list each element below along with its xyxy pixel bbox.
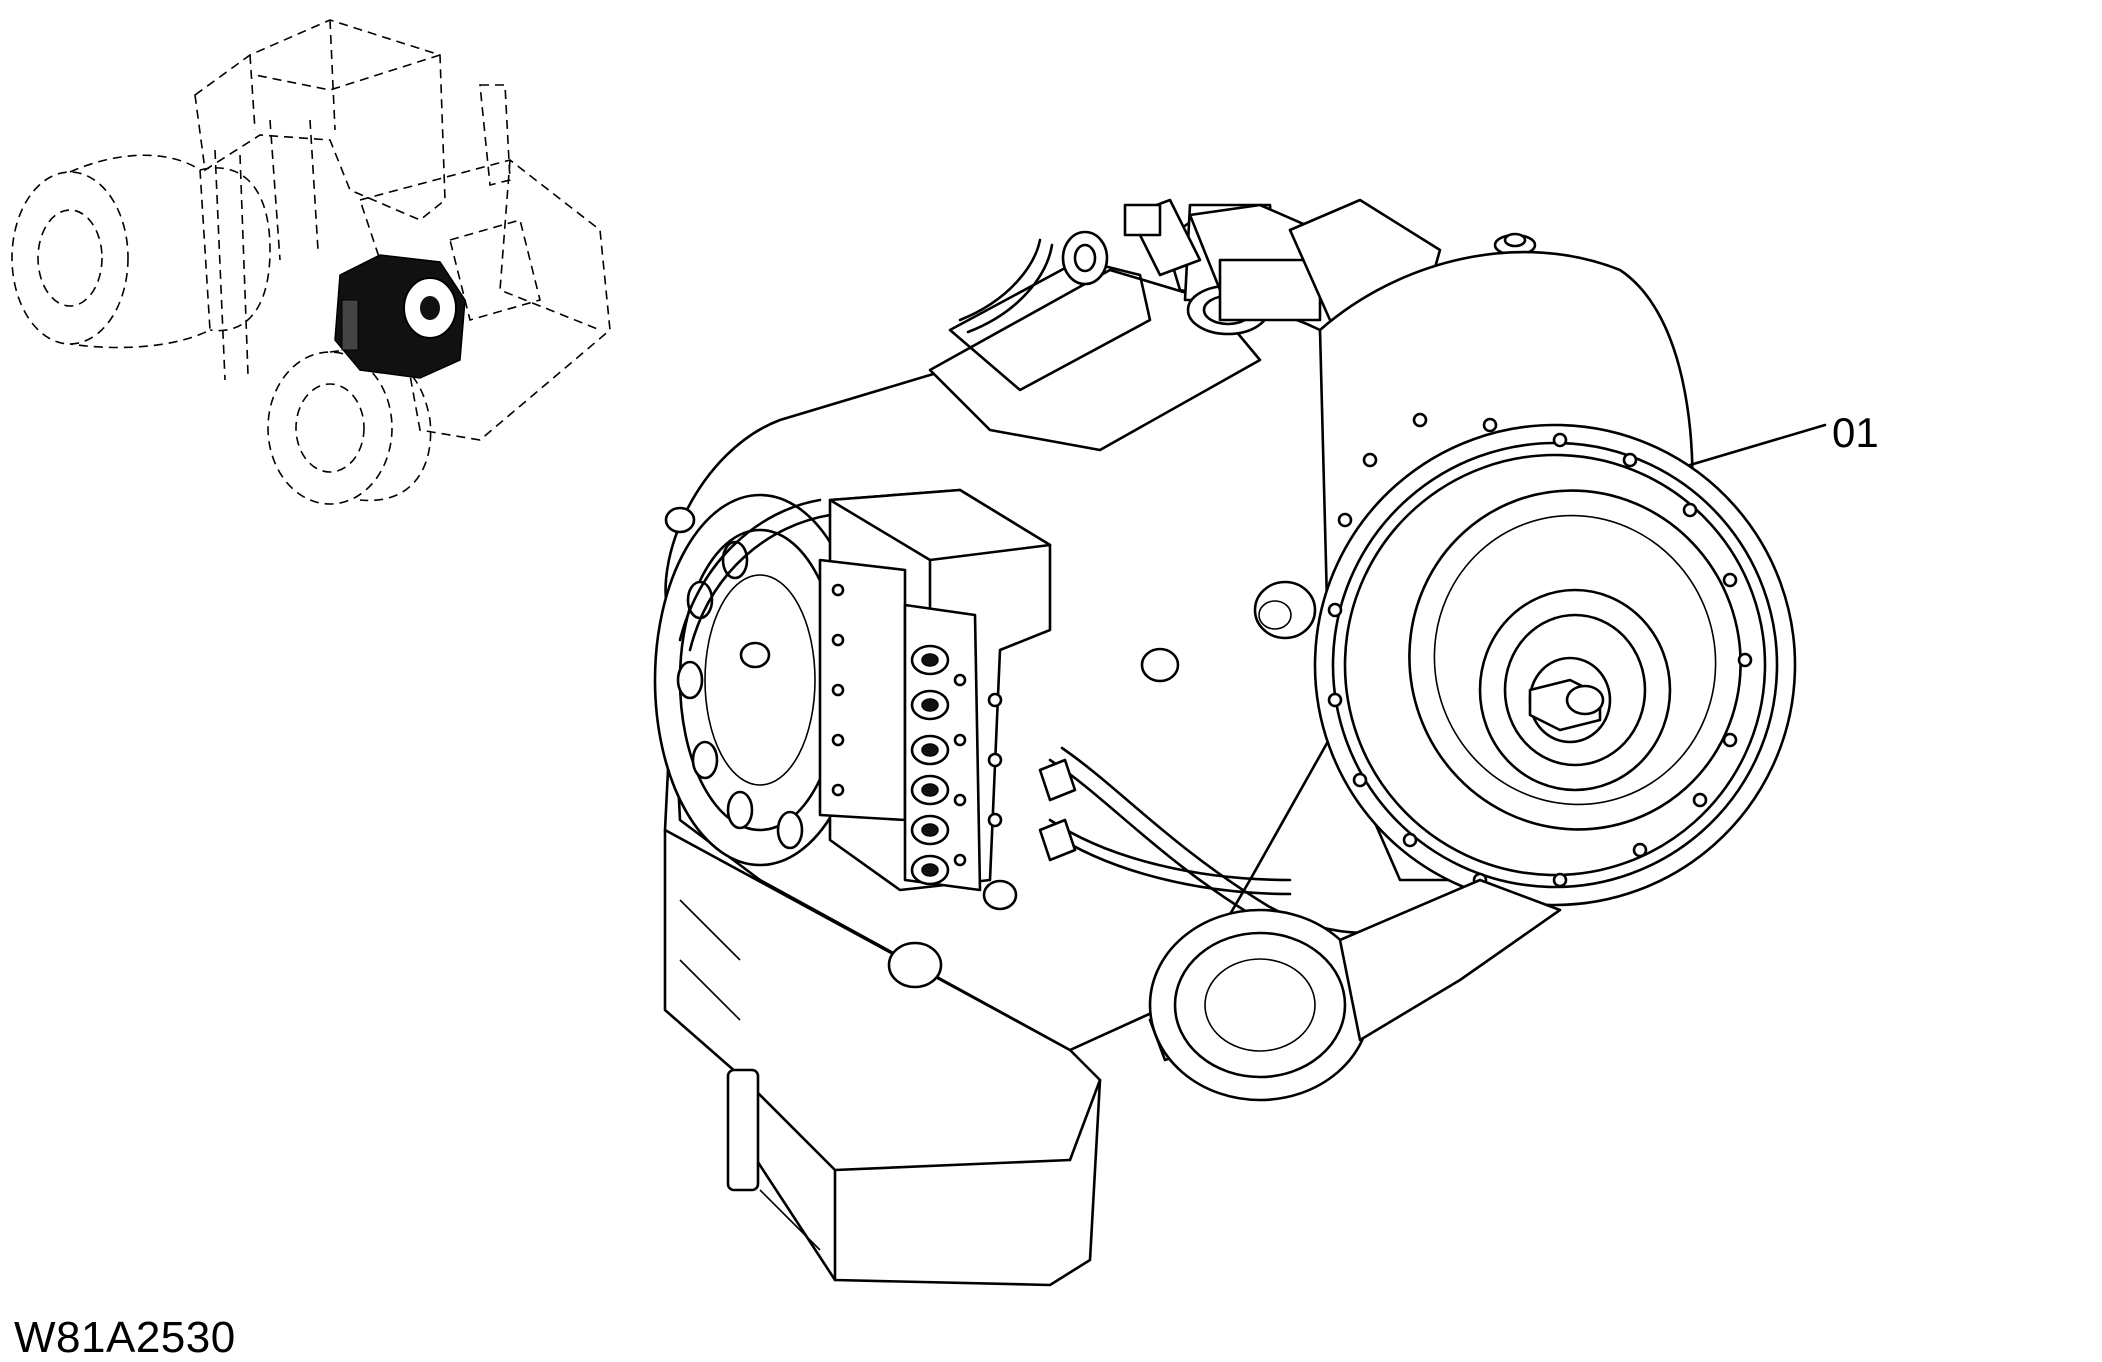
callout-label-01: 01 <box>1832 409 1879 456</box>
transmission-assembly <box>653 198 1797 1287</box>
solenoid-stack <box>910 644 950 886</box>
callout-01 <box>1688 423 1827 467</box>
inset-transmission-highlight <box>334 254 466 379</box>
drawing-code: W81A2530 <box>14 1313 236 1362</box>
valve-plate-bolts <box>831 583 1003 867</box>
machine-locator-inset <box>11 19 611 505</box>
